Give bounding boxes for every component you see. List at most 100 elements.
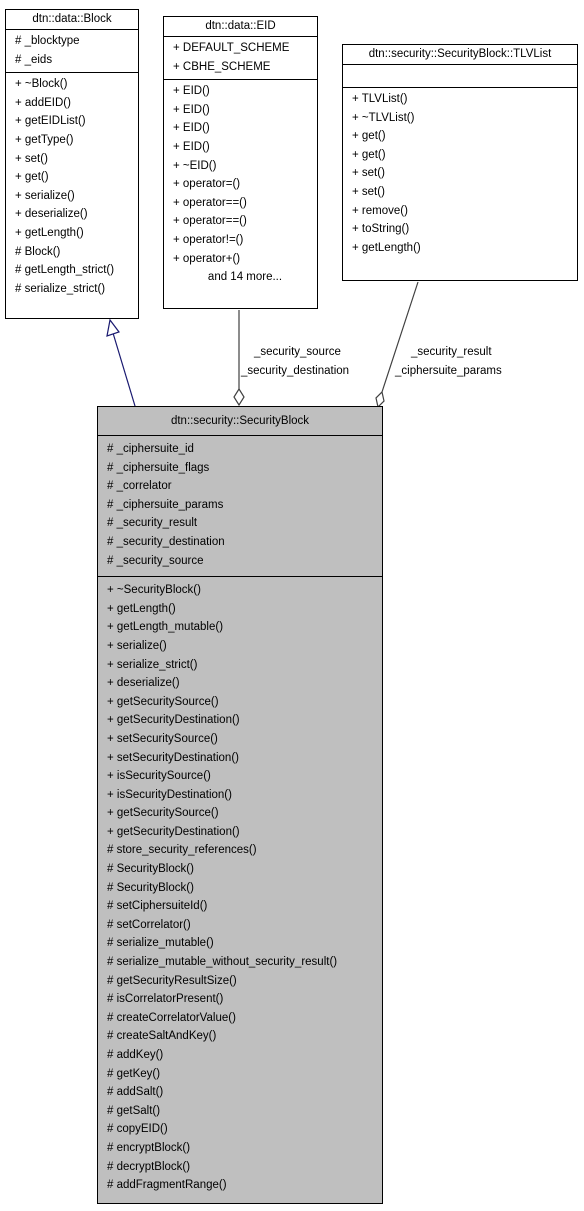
method: + operator==() — [173, 196, 247, 209]
method: # copyEID() — [107, 1123, 168, 1136]
method: + getLength() — [107, 602, 176, 615]
more-methods[interactable]: and 14 more... — [207, 271, 283, 284]
attribute: + DEFAULT_SCHEME — [173, 42, 290, 54]
attribute: # _ciphersuite_flags — [107, 461, 210, 474]
attributes-section: + DEFAULT_SCHEME + CBHE_SCHEME — [164, 37, 317, 81]
method: + serialize() — [15, 189, 75, 202]
method: # serialize_mutable() — [107, 937, 214, 950]
attribute: # _correlator — [107, 480, 172, 493]
tlv-association-edge — [381, 281, 419, 393]
method: # addKey() — [107, 1049, 164, 1061]
method: + operator=() — [173, 178, 241, 191]
method: + EID() — [173, 122, 210, 135]
method: + set() — [352, 167, 385, 180]
method: + isSecuritySource() — [107, 770, 211, 783]
method: + getLength_mutable() — [107, 621, 224, 634]
method: # encryptBlock() — [107, 1141, 191, 1154]
method: + TLVList() — [352, 93, 408, 105]
method: + getLength() — [15, 226, 84, 239]
method: + serialize_strict() — [107, 658, 198, 671]
method: # SecurityBlock() — [107, 881, 194, 894]
method: # getSecurityResultSize() — [107, 974, 237, 987]
method: + getType() — [15, 133, 74, 146]
method: + EID() — [173, 103, 210, 116]
attribute: # _security_result — [107, 517, 198, 530]
method: # getSalt() — [107, 1104, 161, 1117]
attribute: # _ciphersuite_params — [107, 498, 224, 511]
method: + setSecuritySource() — [107, 732, 218, 745]
method: # addSalt() — [107, 1086, 164, 1099]
attribute: # _security_source — [107, 554, 204, 567]
method: + get() — [352, 148, 386, 161]
method: + getEIDList() — [15, 115, 86, 128]
edge-label-security-result: _security_result — [411, 346, 492, 358]
class-title: dtn::data::Block — [6, 10, 138, 30]
method: # decryptBlock() — [107, 1160, 191, 1173]
method: # createSaltAndKey() — [107, 1030, 217, 1043]
method: + isSecurityDestination() — [107, 788, 232, 801]
method: # getKey() — [107, 1067, 161, 1080]
method: + EID() — [173, 140, 210, 153]
method: + addEID() — [15, 96, 71, 109]
method: + remove() — [352, 204, 408, 217]
class-title: dtn::data::EID — [164, 17, 317, 37]
method: # serialize_strict() — [15, 282, 106, 295]
method: # Block() — [15, 245, 61, 258]
attribute: # _blocktype — [15, 35, 80, 47]
attribute: # _eids — [15, 53, 53, 66]
method: + toString() — [352, 223, 410, 236]
method: + operator==() — [173, 215, 247, 228]
method: + getLength() — [352, 241, 421, 254]
tlv-diamond — [375, 390, 385, 409]
eid-diamond — [233, 387, 245, 407]
method: + setSecurityDestination() — [107, 751, 239, 764]
class-title: dtn::security::SecurityBlock — [98, 407, 382, 436]
method: + getSecurityDestination() — [107, 825, 240, 838]
method: # addFragmentRange() — [107, 1179, 227, 1192]
attribute: # _ciphersuite_id — [107, 443, 194, 455]
method: # SecurityBlock() — [107, 863, 194, 876]
attribute: # _security_destination — [107, 535, 225, 548]
class-title: dtn::security::SecurityBlock::TLVList — [343, 45, 577, 65]
method: + ~TLVList() — [352, 111, 415, 124]
methods-section: + ~SecurityBlock() + getLength() + getLe… — [98, 577, 382, 1198]
method: + ~SecurityBlock() — [107, 584, 201, 597]
edge-label-security-source: _security_source — [254, 346, 341, 358]
inheritance-edge — [112, 332, 136, 407]
inheritance-arrowhead — [106, 318, 120, 337]
class-block[interactable]: dtn::data::Block # _blocktype # _eids + … — [5, 9, 139, 319]
method: + get() — [15, 171, 49, 184]
method: # getLength_strict() — [15, 264, 115, 277]
method: + set() — [352, 185, 385, 198]
method: + getSecuritySource() — [107, 807, 219, 820]
method: # createCorrelatorValue() — [107, 1011, 236, 1024]
class-securityblock[interactable]: dtn::security::SecurityBlock # _ciphersu… — [97, 406, 383, 1204]
method: + getSecuritySource() — [107, 695, 219, 708]
method: # setCorrelator() — [107, 918, 191, 931]
method: + ~Block() — [15, 78, 68, 91]
method: + set() — [15, 152, 48, 165]
method: + operator!=() — [173, 233, 244, 246]
method: + deserialize() — [15, 208, 88, 221]
class-eid[interactable]: dtn::data::EID + DEFAULT_SCHEME + CBHE_S… — [163, 16, 318, 309]
methods-section: + TLVList() + ~TLVList() + get() + get()… — [343, 88, 577, 260]
method: + serialize() — [107, 639, 167, 652]
class-tlvlist[interactable]: dtn::security::SecurityBlock::TLVList + … — [342, 44, 578, 281]
method: # store_security_references() — [107, 844, 257, 857]
attributes-section — [343, 65, 577, 88]
edge-label-security-destination: _security_destination — [241, 365, 350, 377]
attributes-section: # _ciphersuite_id # _ciphersuite_flags #… — [98, 436, 382, 578]
methods-section: + ~Block() + addEID() + getEIDList() + g… — [6, 73, 138, 301]
attribute: + CBHE_SCHEME — [173, 60, 271, 73]
method: + deserialize() — [107, 677, 180, 690]
method: + EID() — [173, 85, 210, 98]
method: + getSecurityDestination() — [107, 714, 240, 727]
edge-label-ciphersuite-params: _ciphersuite_params — [395, 365, 502, 377]
method: # isCorrelatorPresent() — [107, 993, 224, 1006]
method: + operator+() — [173, 252, 241, 265]
method: # setCiphersuiteId() — [107, 900, 208, 913]
method: + get() — [352, 130, 386, 143]
attributes-section: # _blocktype # _eids — [6, 30, 138, 74]
methods-section: + EID() + EID() + EID() + EID() + ~EID()… — [164, 80, 317, 290]
